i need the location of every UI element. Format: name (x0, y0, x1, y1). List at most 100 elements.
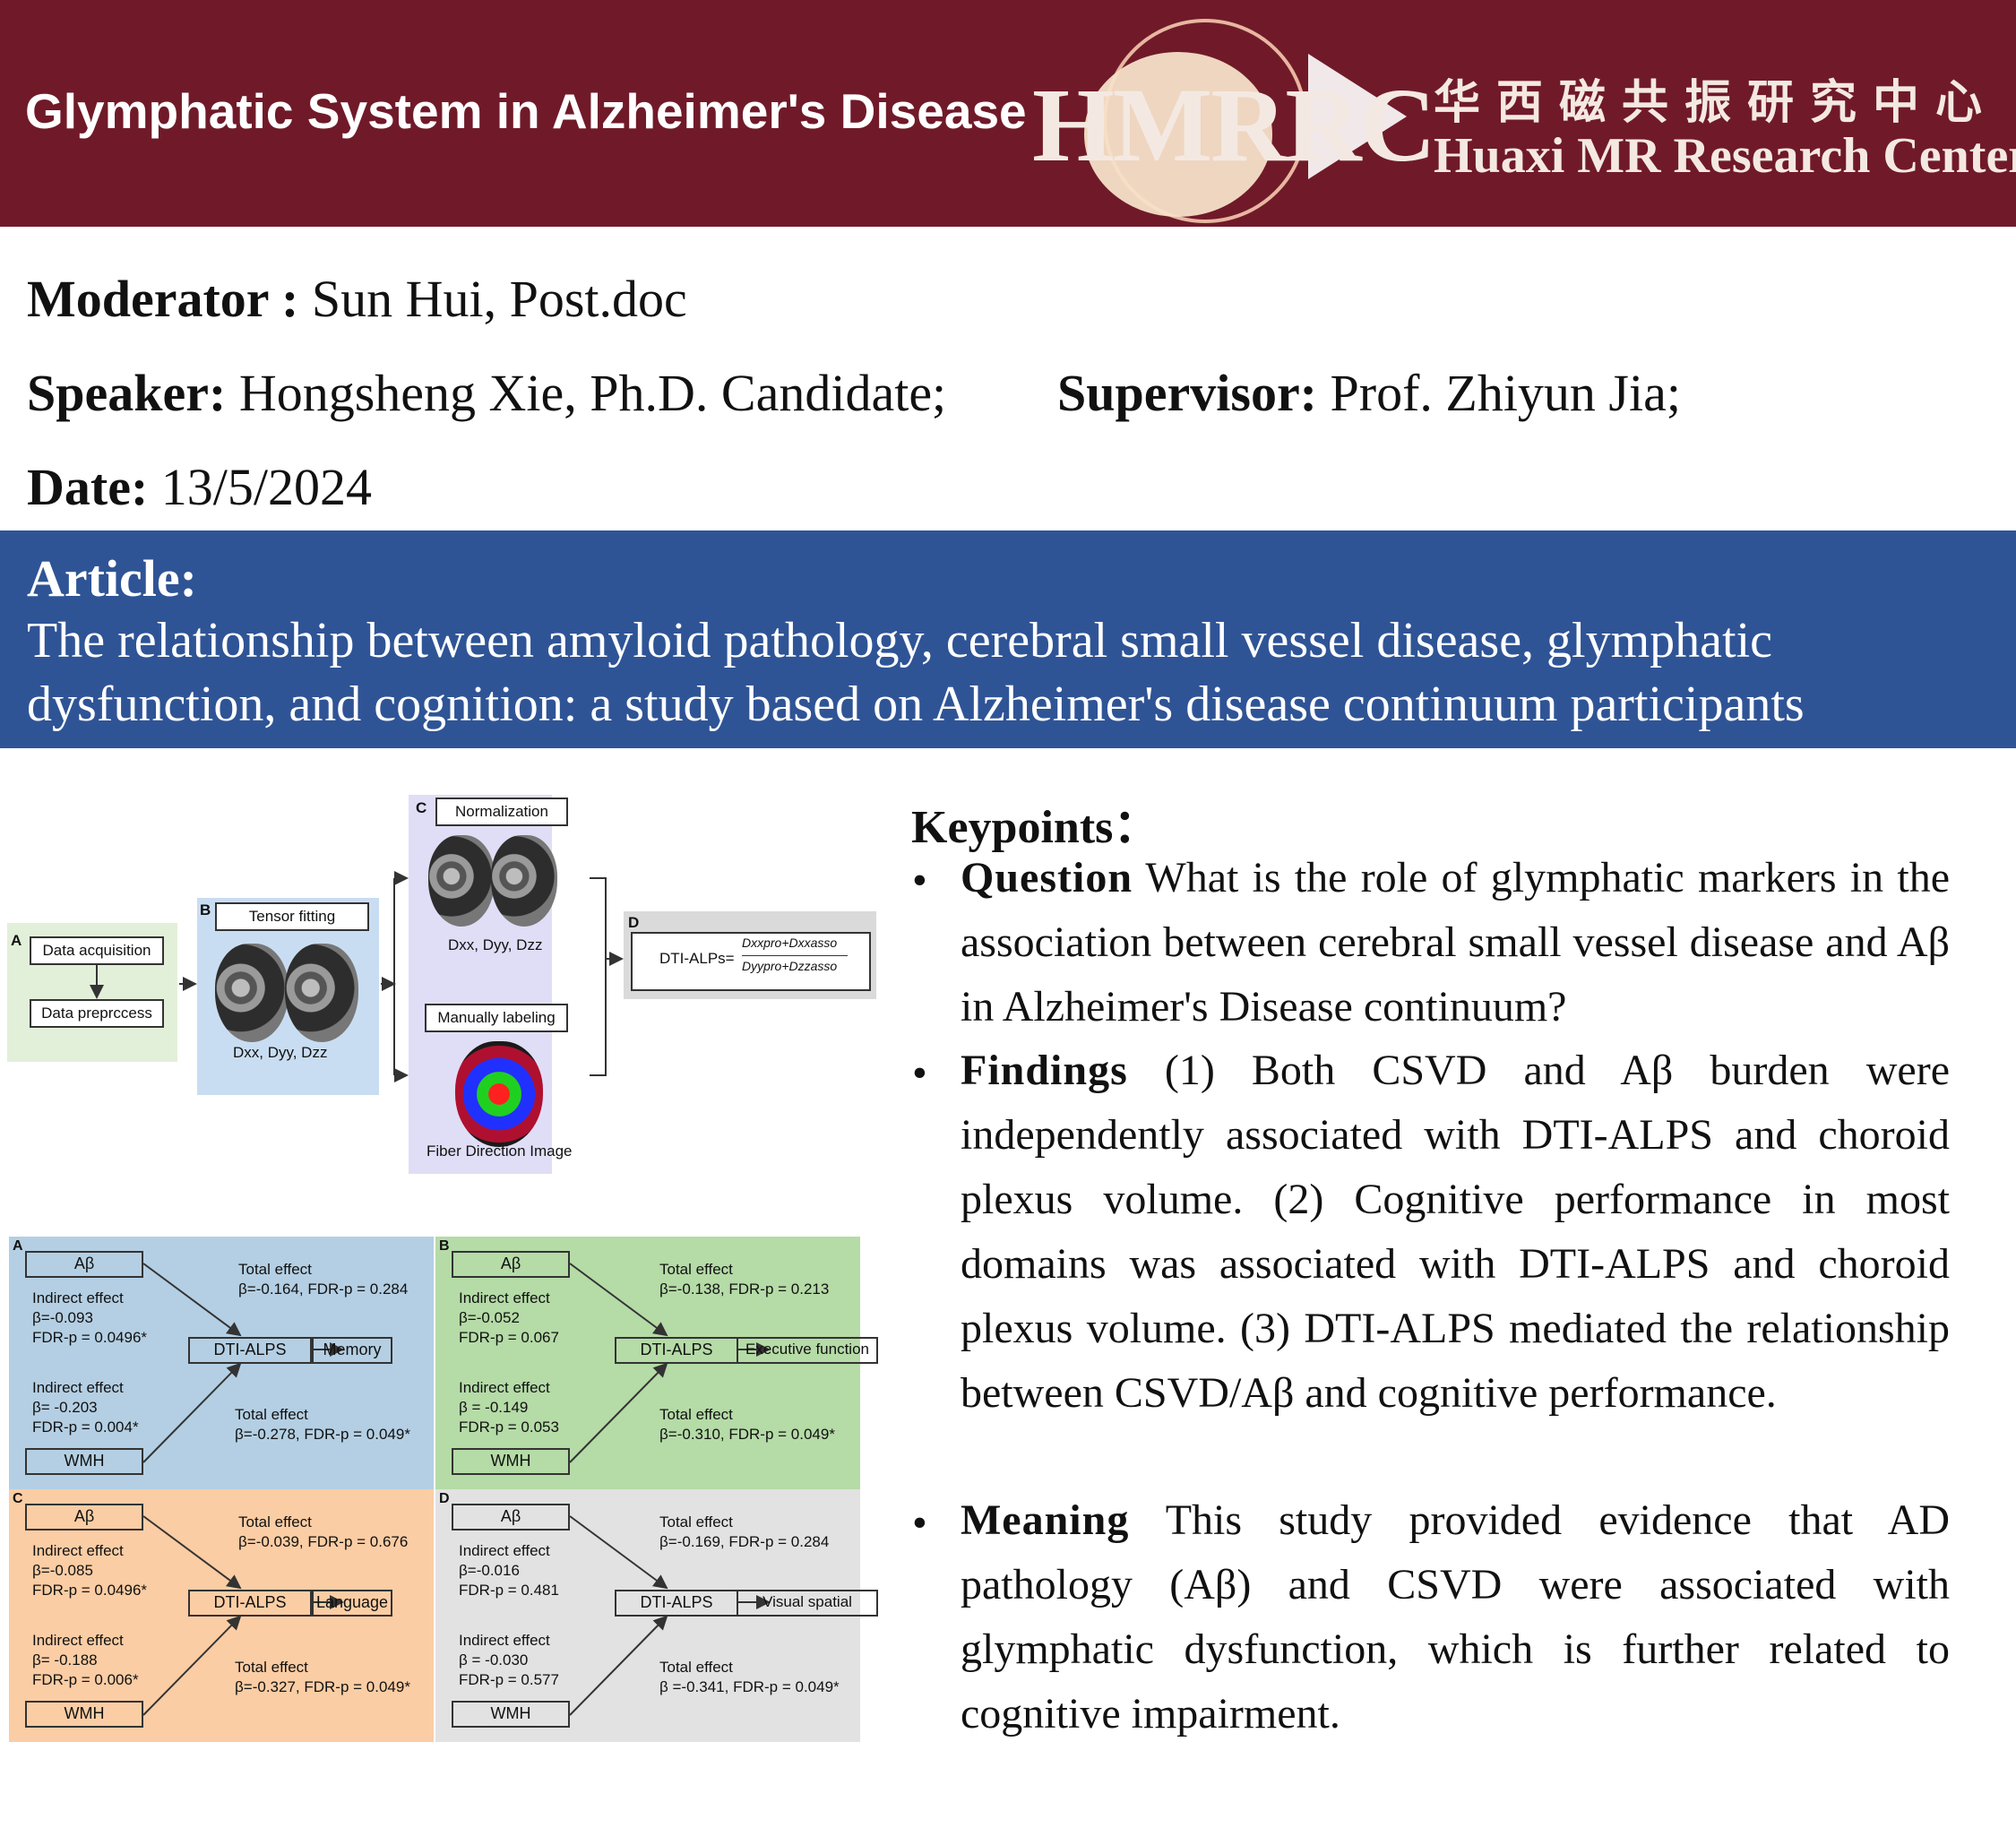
pipeline-connectors (90, 871, 624, 1082)
outcome-box: Memory (312, 1337, 392, 1364)
wmh-box: WMH (25, 1701, 143, 1728)
speaker-label: Speaker: (27, 364, 227, 422)
indirect-effect-top: Indirect effect β=-0.052 FDR-p = 0.067 (459, 1289, 559, 1346)
panel-letter: C (13, 1491, 23, 1506)
wmh-box: WMH (25, 1448, 143, 1475)
article-label: Article: (27, 549, 197, 608)
mediation-arrows (142, 1515, 344, 1716)
speaker-value: Hongsheng Xie, Ph.D. Candidate; (226, 364, 947, 422)
indirect-effect-bottom: Indirect effect β = -0.030 FDR-p = 0.577 (459, 1632, 559, 1688)
total-effect-bottom: Total effect β=-0.278, FDR-p = 0.049* (235, 1406, 410, 1443)
supervisor-value: Prof. Zhiyun Jia; (1317, 364, 1681, 422)
stage-c-letter: C (416, 799, 427, 816)
indirect-effect-top: Indirect effect β=-0.093 FDR-p = 0.0496* (32, 1289, 148, 1346)
date-value: 13/5/2024 (148, 458, 372, 516)
bullet-question: • (912, 857, 927, 904)
outcome-box: Language (312, 1590, 392, 1617)
mediation-arrows (569, 1515, 771, 1716)
findings-label: Findings (961, 1047, 1128, 1094)
formula-box (631, 932, 871, 991)
stage-a-letter: A (11, 932, 22, 949)
stage-b-letter: B (200, 901, 211, 918)
normalization-box: Normalization (435, 798, 568, 826)
question-label: Question (961, 854, 1133, 901)
article-title: The relationship between amyloid patholo… (27, 613, 1805, 732)
keypoint-findings: Findings (1) Both CSVD and Aβ burden wer… (961, 1039, 1950, 1426)
outcome-box: Visual spatial (737, 1590, 878, 1617)
indirect-effect-bottom: Indirect effect β= -0.203 FDR-p = 0.004* (32, 1379, 139, 1436)
indirect-effect-bottom: Indirect effect β= -0.188 FDR-p = 0.006* (32, 1632, 139, 1688)
moderator-label: Moderator : (27, 270, 299, 328)
indirect-effect-top: Indirect effect β=-0.016 FDR-p = 0.481 (459, 1542, 559, 1599)
dti-alps-box: DTI-ALPS (188, 1337, 312, 1364)
bullet-meaning: • (912, 1499, 927, 1547)
tensor-fitting-box: Tensor fitting (215, 902, 369, 931)
mediation-arrows (569, 1263, 771, 1463)
data-acquisition-box: Data acquisition (30, 936, 164, 965)
fiber-direction-brain (455, 1041, 543, 1147)
brain-image-b1 (215, 944, 289, 1042)
logo-graphic (1084, 19, 1407, 223)
data-preprocess-box: Data preprccess (30, 999, 164, 1028)
total-effect-bottom: Total effect β =-0.341, FDR-p = 0.049* (659, 1659, 840, 1695)
panel-letter: A (13, 1238, 23, 1254)
brain-image-b2 (285, 944, 358, 1042)
date-label: Date: (27, 458, 149, 516)
moderator-line: Moderator : Sun Hui, Post.doc (27, 269, 687, 329)
keypoint-question: Question What is the role of glymphatic … (961, 846, 1950, 1039)
question-text: What is the role of glymphatic markers i… (961, 854, 1950, 1030)
speaker-line: Speaker: Hongsheng Xie, Ph.D. Candidate; (27, 363, 946, 423)
total-effect-top: Total effect β=-0.164, FDR-p = 0.284 (238, 1261, 409, 1298)
dxx-caption-c: Dxx, Dyy, Dzz (448, 936, 543, 953)
stage-d-letter: D (628, 914, 640, 931)
abeta-box: Aβ (452, 1251, 570, 1278)
indirect-effect-top: Indirect effect β=-0.085 FDR-p = 0.0496* (32, 1542, 148, 1599)
formula-numerator: Dxxpro+Dxxasso (742, 936, 838, 950)
abeta-box: Aβ (25, 1504, 143, 1531)
total-effect-top: Total effect β=-0.169, FDR-p = 0.284 (659, 1513, 830, 1550)
keypoints-title: Keypoints： (911, 802, 1160, 853)
abeta-box: Aβ (25, 1251, 143, 1278)
abeta-box: Aβ (452, 1504, 570, 1531)
bullet-findings: • (912, 1049, 927, 1097)
outcome-box: Executive function (737, 1337, 878, 1364)
panel-letter: B (439, 1238, 450, 1254)
logo-english-name: Huaxi MR Research Center (1434, 128, 2016, 184)
page-title: Glymphatic System in Alzheimer's Disease (25, 83, 1027, 139)
formula-denominator: Dyypro+Dzzasso (742, 959, 838, 973)
total-effect-top: Total effect β=-0.039, FDR-p = 0.676 (238, 1513, 409, 1550)
logo-chinese-name: 华西磁共振研究中心 (1434, 76, 1999, 130)
dxx-caption-b: Dxx, Dyy, Dzz (233, 1044, 328, 1061)
panel-letter: D (439, 1491, 450, 1506)
dti-alps-box: DTI-ALPS (615, 1590, 738, 1617)
formula-lhs: DTI-ALPs= (659, 950, 735, 967)
total-effect-bottom: Total effect β=-0.310, FDR-p = 0.049* (659, 1406, 835, 1443)
wmh-box: WMH (452, 1448, 570, 1475)
brain-image-c2 (491, 835, 557, 927)
meaning-text: This study provided evidence that AD pat… (961, 1496, 1950, 1737)
header-bar (0, 0, 2016, 227)
date-line: Date: 13/5/2024 (27, 457, 372, 517)
supervisor-line: Supervisor: Prof. Zhiyun Jia; (1057, 363, 1681, 423)
wmh-box: WMH (452, 1701, 570, 1728)
moderator-value: Sun Hui, Post.doc (298, 270, 687, 328)
dti-alps-box: DTI-ALPS (615, 1337, 738, 1364)
article-band (0, 530, 2016, 748)
dti-alps-box: DTI-ALPS (188, 1590, 312, 1617)
pipeline-figure: A Data acquisition Data preprccess B Ten… (7, 780, 878, 1174)
findings-text: (1) Both CSVD and Aβ burden were indepen… (961, 1047, 1950, 1417)
formula-fraction-bar (742, 955, 848, 956)
keypoint-meaning: Meaning This study provided evidence tha… (961, 1488, 1950, 1746)
brain-image-c1 (428, 835, 495, 927)
supervisor-label: Supervisor: (1057, 364, 1317, 422)
total-effect-top: Total effect β=-0.138, FDR-p = 0.213 (659, 1261, 830, 1298)
mediation-arrows (142, 1263, 344, 1463)
total-effect-bottom: Total effect β=-0.327, FDR-p = 0.049* (235, 1659, 410, 1695)
logo-hmrrc: HMRRC (1032, 66, 1436, 184)
meaning-label: Meaning (961, 1496, 1130, 1544)
